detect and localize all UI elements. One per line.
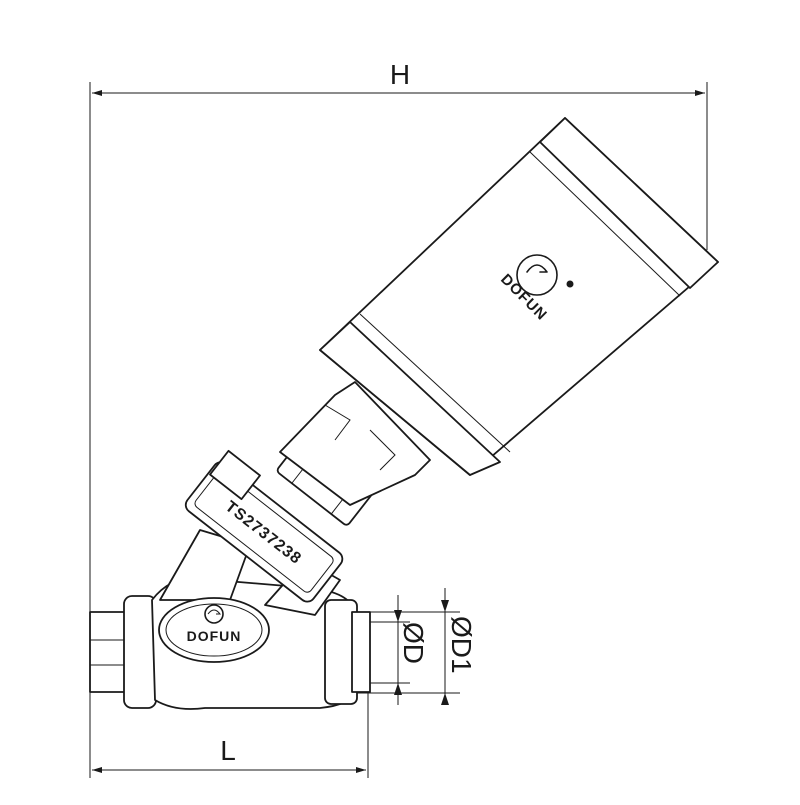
left-pipe-stub bbox=[89, 611, 129, 693]
length-dimension: L bbox=[92, 690, 369, 778]
outer-bore-label: ØD1 bbox=[446, 616, 477, 674]
height-label: H bbox=[390, 59, 410, 90]
d-arrow-top bbox=[394, 610, 402, 622]
body-logo-icon bbox=[204, 604, 224, 624]
d1-arrow-top bbox=[441, 600, 449, 612]
actuator-bottom-cap bbox=[319, 321, 501, 476]
actuator-yoke bbox=[279, 381, 431, 506]
d1-arrow-bottom bbox=[441, 693, 449, 705]
valve-body: DOFUN TS2737238 bbox=[89, 449, 371, 710]
right-pipe-stub bbox=[351, 611, 371, 693]
d-arrow-bottom bbox=[394, 683, 402, 695]
actuator-indicator-dot bbox=[566, 280, 574, 288]
length-label: L bbox=[220, 735, 236, 766]
actuator-top-cap bbox=[539, 117, 719, 289]
actuator-logo-icon bbox=[516, 254, 558, 296]
body-brand: DOFUN bbox=[187, 628, 242, 644]
body-nameplate bbox=[158, 597, 270, 663]
left-collar bbox=[123, 595, 157, 709]
bore-label: ØD bbox=[398, 622, 429, 664]
bore-dimensions: ØD ØD1 bbox=[355, 588, 477, 705]
actuator: DOFUN bbox=[279, 117, 719, 506]
bonnet-cap bbox=[209, 449, 261, 501]
